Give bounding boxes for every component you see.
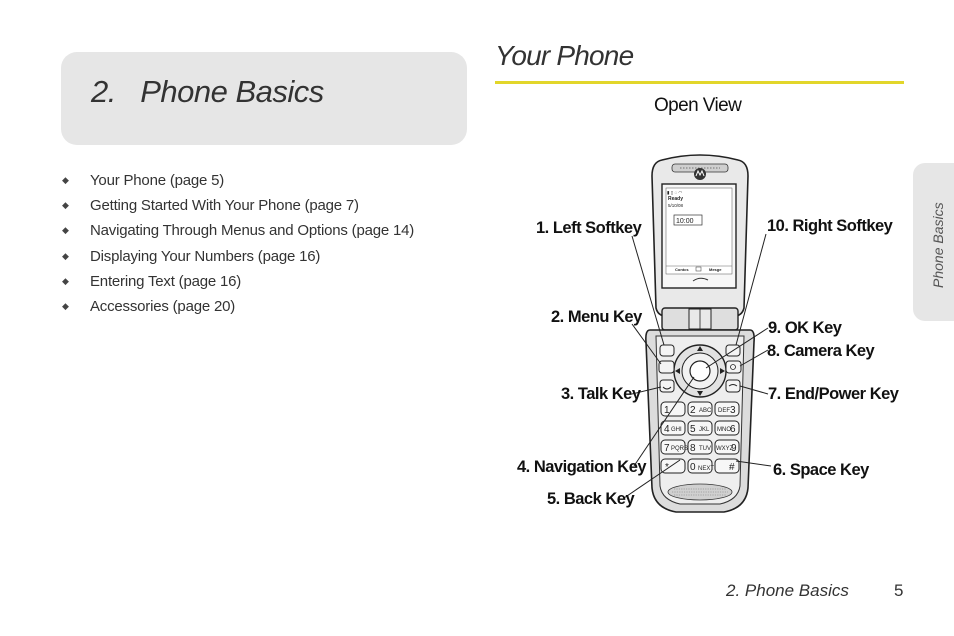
figure-caption: Open View (654, 95, 742, 116)
ok-key[interactable] (689, 360, 711, 382)
key-letters: DEF (718, 408, 730, 414)
toc-link[interactable]: Your Phone (page 5) (90, 172, 225, 190)
list-item[interactable]: ◆ Entering Text (page 16) (62, 269, 414, 294)
key-label: 5 (690, 424, 696, 435)
key-label: 6 (730, 424, 736, 435)
phone-flip: ▮ ▯ ◌ ◠ Ready 5/10/08 10:00 Contcs Mesge (651, 154, 749, 331)
callout-left-softkey: 1. Left Softkey (536, 219, 643, 237)
toc-link[interactable]: Accessories (page 20) (90, 298, 236, 316)
callout-menu-key: 2. Menu Key (551, 308, 643, 326)
section-divider (495, 81, 904, 84)
end-power-key[interactable] (725, 379, 741, 393)
list-item[interactable]: ◆ Displaying Your Numbers (page 16) (62, 244, 414, 269)
side-chapter-tab[interactable] (913, 163, 954, 321)
carrier-logo-icon (692, 277, 709, 282)
screen-clock-text: 10:00 (676, 218, 694, 225)
key-label: 3 (730, 405, 736, 416)
speaker-grille (667, 483, 733, 501)
key-label: 2 (690, 405, 696, 416)
diamond-bullet-icon: ◆ (62, 175, 69, 186)
key-letters: MNO (717, 427, 731, 433)
key-label: 4 (664, 424, 670, 435)
key-6[interactable] (714, 420, 740, 436)
menu-key[interactable] (658, 360, 675, 374)
end-call-icon (728, 384, 738, 387)
toc-link[interactable]: Displaying Your Numbers (page 16) (90, 247, 321, 265)
left-softkey[interactable] (659, 344, 675, 357)
talk-key[interactable] (659, 379, 675, 393)
key-letters: ABC (699, 408, 712, 414)
screen-left-softkey-text: Contcs (675, 267, 689, 272)
phone-body: 1 2 ABC DEF 3 4 GHI 5 JKL MNO 6 7 PQRS 8… (645, 329, 755, 513)
list-item[interactable]: ◆ Navigating Through Menus and Options (p… (62, 218, 414, 243)
diamond-bullet-icon: ◆ (62, 250, 69, 261)
diamond-bullet-icon: ◆ (62, 200, 69, 211)
key-letters: GHI (671, 427, 682, 433)
key-letters: NEXT (698, 466, 714, 472)
key-label: 9 (731, 443, 737, 454)
key-2[interactable] (687, 401, 713, 417)
screen-status-text: Ready (668, 196, 683, 202)
key-pound[interactable] (714, 458, 740, 474)
callout-leaders (623, 233, 772, 499)
side-tab-label: Phone Basics (930, 202, 946, 288)
camera-key[interactable] (725, 360, 742, 374)
callout-space-key: 6. Space Key (773, 461, 870, 479)
key-8[interactable] (687, 439, 713, 455)
key-label: 0 (690, 462, 696, 473)
screen-date-text: 5/10/08 (668, 203, 684, 208)
menu-icon (695, 266, 702, 272)
toc-link[interactable]: Getting Started With Your Phone (page 7) (90, 197, 359, 215)
key-5[interactable] (687, 420, 713, 436)
callout-navigation-key: 4. Navigation Key (517, 458, 647, 476)
chapter-contents-list: ◆ Your Phone (page 5) ◆ Getting Started Wi… (62, 168, 414, 319)
list-item[interactable]: ◆ Your Phone (page 5) (62, 168, 414, 193)
key-7[interactable] (660, 439, 686, 455)
key-0[interactable] (687, 458, 713, 474)
key-label: * (665, 462, 669, 473)
callout-talk-key: 3. Talk Key (561, 385, 642, 403)
page-number: 5 (894, 581, 904, 600)
section-title: Your Phone (495, 40, 634, 71)
key-9[interactable] (714, 439, 740, 455)
key-letters: WXYZ (716, 446, 734, 452)
callout-back-key: 5. Back Key (547, 490, 635, 508)
list-item[interactable]: ◆ Getting Started With Your Phone (page 7… (62, 193, 414, 218)
status-icons: ▮ ▯ ◌ ◠ (667, 190, 683, 195)
toc-link[interactable]: Navigating Through Menus and Options (pa… (90, 222, 415, 240)
key-letters: JKL (699, 427, 710, 433)
callout-right-softkey: 10. Right Softkey (767, 217, 894, 235)
callout-camera-key: 8. Camera Key (767, 342, 876, 360)
key-star[interactable] (660, 458, 686, 474)
key-label: # (729, 462, 735, 473)
footer-chapter-title: 2. Phone Basics (726, 581, 849, 600)
key-label: 1 (664, 405, 670, 416)
diamond-bullet-icon: ◆ (62, 301, 69, 312)
screen-right-softkey-text: Mesge (709, 267, 722, 272)
toc-link[interactable]: Entering Text (page 16) (90, 272, 242, 290)
callout-end-power-key: 7. End/Power Key (768, 385, 900, 403)
key-label: 8 (690, 443, 696, 454)
diamond-bullet-icon: ◆ (62, 275, 69, 286)
camera-icon (730, 364, 736, 370)
chapter-title: 2. Phone Basics (91, 74, 324, 109)
chapter-header-panel: 2. Phone Basics (61, 52, 467, 145)
key-label: 7 (664, 443, 670, 454)
phone-handset-icon (662, 386, 672, 390)
keypad: 1 2 ABC DEF 3 4 GHI 5 JKL MNO 6 7 PQRS 8… (660, 401, 740, 474)
key-letters: PQRS (671, 446, 688, 452)
callout-ok-key: 9. OK Key (768, 319, 843, 337)
key-4[interactable] (660, 420, 686, 436)
key-3[interactable] (714, 401, 740, 417)
list-item[interactable]: ◆ Accessories (page 20) (62, 294, 414, 319)
diamond-bullet-icon: ◆ (62, 225, 69, 236)
key-letters: TUV (699, 446, 711, 452)
